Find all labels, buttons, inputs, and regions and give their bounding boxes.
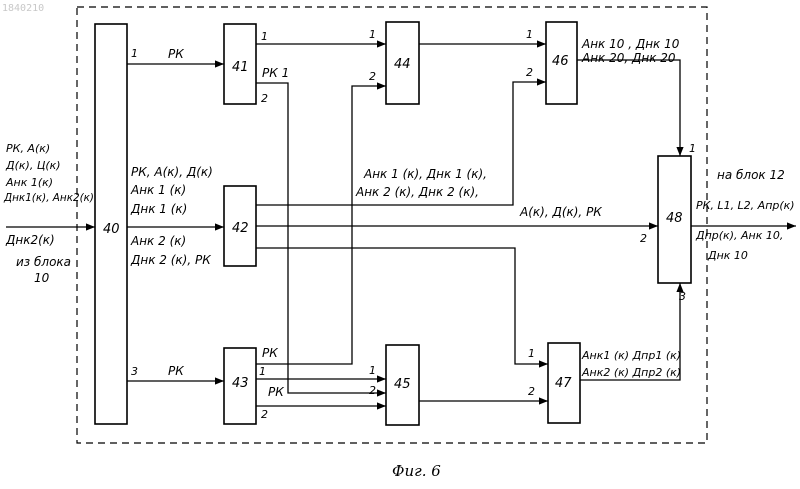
port-48-3: 3 — [679, 290, 686, 303]
port-40-3: 3 — [131, 365, 138, 378]
label-48-out-line2: Дпр(к), Анк 10, — [695, 229, 783, 242]
label-43-rk-bottom: РК — [268, 385, 284, 399]
label-mid-ank2: Анк 2 (к) — [130, 234, 186, 248]
label-mid-dnk2-rk: Днк 2 (к), РК — [130, 253, 211, 267]
label-mid-dnk1: Днк 1 (к) — [130, 202, 187, 216]
block-48-label: 48 — [666, 211, 683, 226]
label-40-out1-rk: РК — [168, 47, 184, 61]
input-label-from: из блока — [16, 255, 71, 269]
port-48-2: 2 — [640, 232, 647, 245]
arrow-43-to-44 — [256, 86, 386, 364]
label-to-block: на блок 12 — [717, 168, 785, 182]
block-44-label: 44 — [394, 57, 411, 72]
input-label-block-num: 10 — [34, 271, 50, 285]
port-47-2: 2 — [528, 385, 535, 398]
label-bus42-line2: Анк 2 (к), Днк 2 (к), — [355, 185, 479, 199]
arrow-46-to-48 — [577, 60, 680, 156]
port-44-2: 2 — [369, 70, 376, 83]
port-44-1: 1 — [369, 28, 376, 41]
block-42-label: 42 — [232, 221, 249, 236]
input-label-ank1: Анк 1(к) — [5, 176, 53, 189]
port-45-1: 1 — [369, 364, 376, 377]
label-line-48-in2: А(к), Д(к), РК — [519, 205, 602, 219]
block-41-label: 41 — [232, 60, 249, 75]
label-48-out-line3: Днк 10 — [707, 249, 748, 262]
port-45-2: 2 — [369, 384, 376, 397]
label-bus42-line1: Анк 1 (к), Днк 1 (к), — [363, 167, 487, 181]
port-47-1: 1 — [528, 347, 535, 360]
label-46-out-line2: Анк 20, Днк 20 — [581, 51, 676, 65]
label-mid-rk-a-d: РК, А(к), Д(к) — [131, 165, 213, 179]
port-46-1: 1 — [526, 28, 533, 41]
input-label-rk-a: РК, А(к) — [6, 142, 50, 155]
port-48-1: 1 — [689, 142, 696, 155]
label-48-out-line1: РК, L1, L2, Апр(к) — [696, 199, 795, 212]
label-41-rk1: РК 1 — [262, 66, 289, 80]
port-46-2: 2 — [526, 66, 533, 79]
block-47-label: 47 — [555, 376, 572, 391]
port-43-2: 2 — [261, 408, 268, 421]
input-label-d-ts: Д(к), Ц(к) — [5, 159, 61, 172]
input-label-dnk2: Днк2(к) — [5, 233, 55, 247]
block-46-label: 46 — [552, 54, 569, 69]
input-label-dnk1-ank2: Днк1(к), Анк2(к) — [3, 191, 94, 204]
label-40-out3-rk: РК — [168, 364, 184, 378]
port-41-2: 2 — [261, 92, 268, 105]
block-45-label: 45 — [394, 377, 411, 392]
port-41-1: 1 — [261, 30, 268, 43]
watermark-text: 1840210 — [2, 3, 44, 14]
port-43-1: 1 — [259, 365, 266, 378]
block-43-label: 43 — [232, 376, 249, 391]
label-47-out-line2: Анк2 (к) Дпр2 (к) — [581, 366, 681, 379]
blocks — [95, 22, 691, 425]
label-46-out-line1: Анк 10 , Днк 10 — [581, 37, 680, 51]
figure-caption: Фиг. 6 — [392, 462, 441, 480]
block-40-label: 40 — [103, 222, 120, 237]
port-40-1: 1 — [131, 47, 138, 60]
label-mid-ank1: Анк 1 (к) — [130, 183, 186, 197]
label-43-rk-top: РК — [262, 346, 278, 360]
label-47-out-line1: Анк1 (к) Дпр1 (к) — [581, 349, 681, 362]
